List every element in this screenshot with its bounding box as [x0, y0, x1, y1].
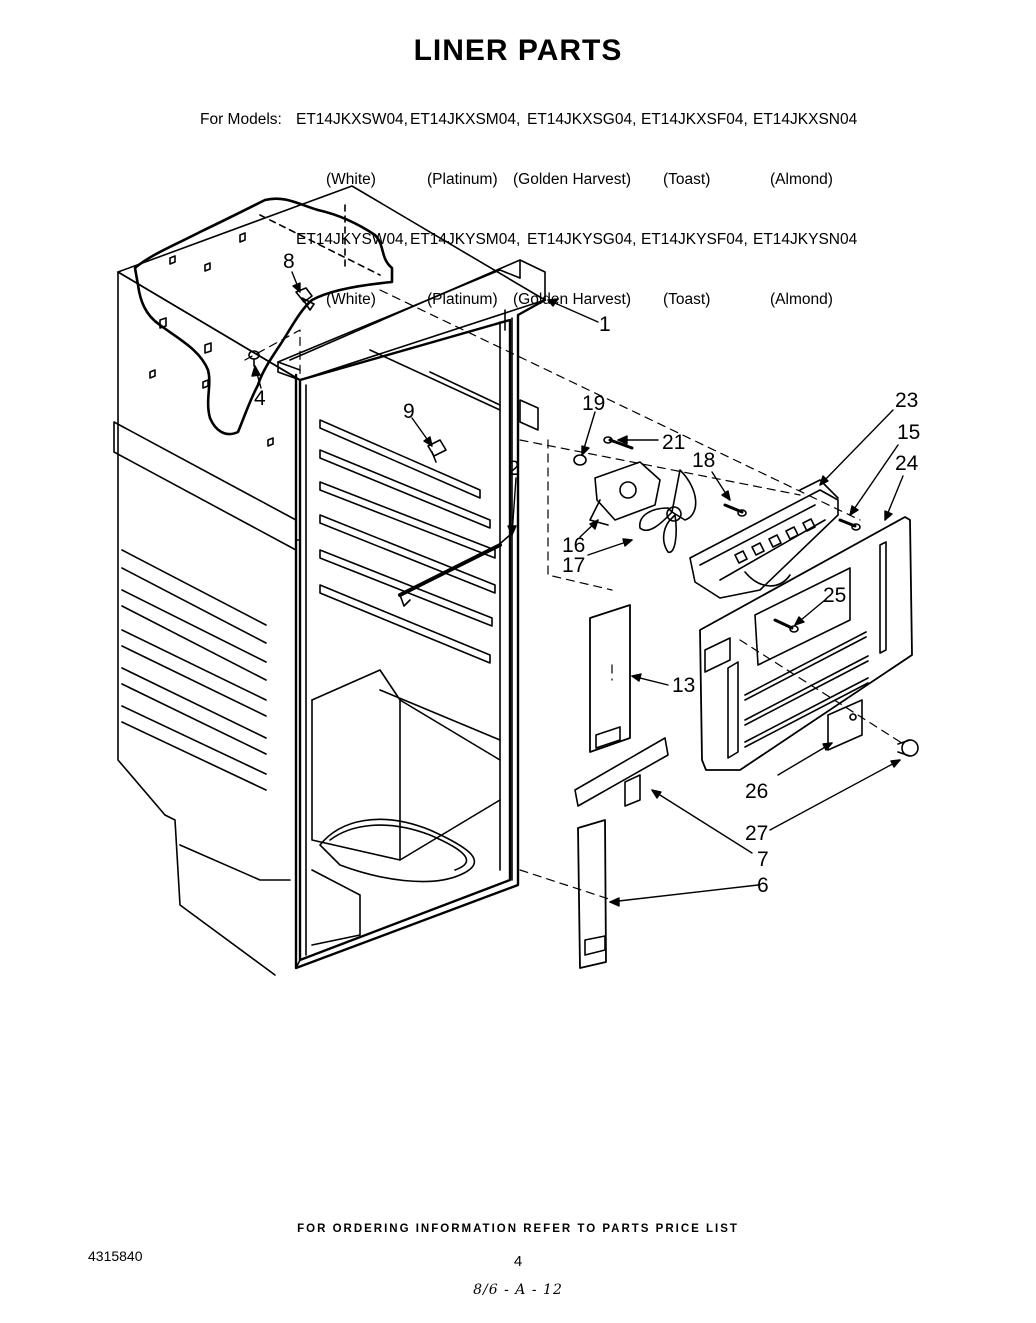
part-9-clip	[427, 439, 447, 463]
document-number: 4315840	[88, 1248, 143, 1264]
callout-26: 26	[745, 780, 768, 803]
liner-shelf-ribs	[319, 349, 501, 664]
model-number: ET14JKXSG04,	[527, 111, 637, 128]
callout-27: 27	[745, 822, 768, 845]
handwritten-code: 8/6 - A - 12	[473, 1282, 563, 1298]
part-2-capillary	[398, 534, 511, 607]
part-17-fan-blade	[639, 469, 697, 553]
model-number: ET14JKXSF04,	[641, 111, 748, 128]
callout-18: 18	[692, 449, 715, 472]
part-25-screw	[773, 618, 799, 633]
callout-6: 6	[757, 874, 769, 897]
model-number: ET14JKYSF04,	[641, 231, 748, 248]
callout-17: 17	[562, 554, 585, 577]
model-color: (Toast)	[663, 171, 711, 188]
liner-lower-compartment	[311, 669, 501, 946]
callout-15: 15	[897, 421, 920, 444]
model-color: (White)	[326, 171, 376, 188]
color-row-1: (White) (Platinum) (Golden Harvest) (Toa…	[200, 170, 833, 190]
model-number: ET14JKXSW04,	[296, 111, 408, 128]
model-color: (Toast)	[663, 291, 711, 308]
part-18-screw	[723, 503, 747, 517]
part-6-lower-duct	[577, 819, 607, 969]
fan-motor-assembly	[573, 436, 661, 526]
model-color: (Almond)	[770, 291, 833, 308]
model-color: (Platinum)	[427, 291, 498, 308]
callout-13: 13	[672, 674, 695, 697]
callout-24: 24	[895, 452, 919, 475]
part-15-screw	[838, 518, 861, 531]
callout-2: 2	[508, 457, 520, 480]
part-24-evaporator-cover	[699, 516, 913, 771]
part-26-plate	[827, 699, 863, 751]
callout-7: 7	[757, 848, 769, 871]
callout-25: 25	[823, 584, 846, 607]
ordering-note: FOR ORDERING INFORMATION REFER TO PARTS …	[297, 1223, 739, 1235]
model-number: ET14JKYSN04	[753, 231, 858, 248]
model-color: (White)	[326, 291, 376, 308]
model-number: ET14JKXSM04,	[410, 111, 521, 128]
part-7-damper	[574, 737, 669, 807]
model-number: ET14JKXSN04	[753, 111, 858, 128]
callout-leader-lines	[251, 271, 904, 907]
part-8-clip	[295, 287, 315, 311]
callout-9: 9	[403, 400, 415, 423]
assembly-centerlines	[244, 289, 906, 901]
liner-front-frame	[277, 259, 547, 970]
part-27-plug	[897, 739, 919, 757]
refrigerator-cabinet	[113, 185, 546, 976]
callout-1: 1	[599, 313, 611, 336]
part-4-screw	[248, 350, 260, 367]
model-number: ET14JKYSG04,	[527, 231, 637, 248]
model-number: ET14JKYSM04,	[410, 231, 521, 248]
model-row-1: For Models: ET14JKXSW04, ET14JKXSM04, ET…	[200, 110, 857, 130]
model-color: (Golden Harvest)	[513, 171, 632, 188]
part-23-fan-shroud	[689, 479, 839, 599]
part-13-air-duct	[589, 604, 631, 753]
callout-8: 8	[283, 250, 295, 273]
callout-21: 21	[662, 431, 685, 454]
page-title: LINER PARTS	[413, 34, 623, 67]
callout-4: 4	[254, 387, 266, 410]
callout-16: 16	[562, 534, 585, 557]
callout-19: 19	[582, 392, 605, 415]
model-color: (Platinum)	[427, 171, 498, 188]
callout-23: 23	[895, 389, 918, 412]
page-number: 4	[513, 1253, 523, 1270]
models-prefix: For Models:	[200, 111, 282, 128]
callout-labels: 1 2 4 6 7 8 9 13 15 16 17 18 19 21 23 24…	[254, 250, 920, 897]
model-color: (Almond)	[770, 171, 833, 188]
